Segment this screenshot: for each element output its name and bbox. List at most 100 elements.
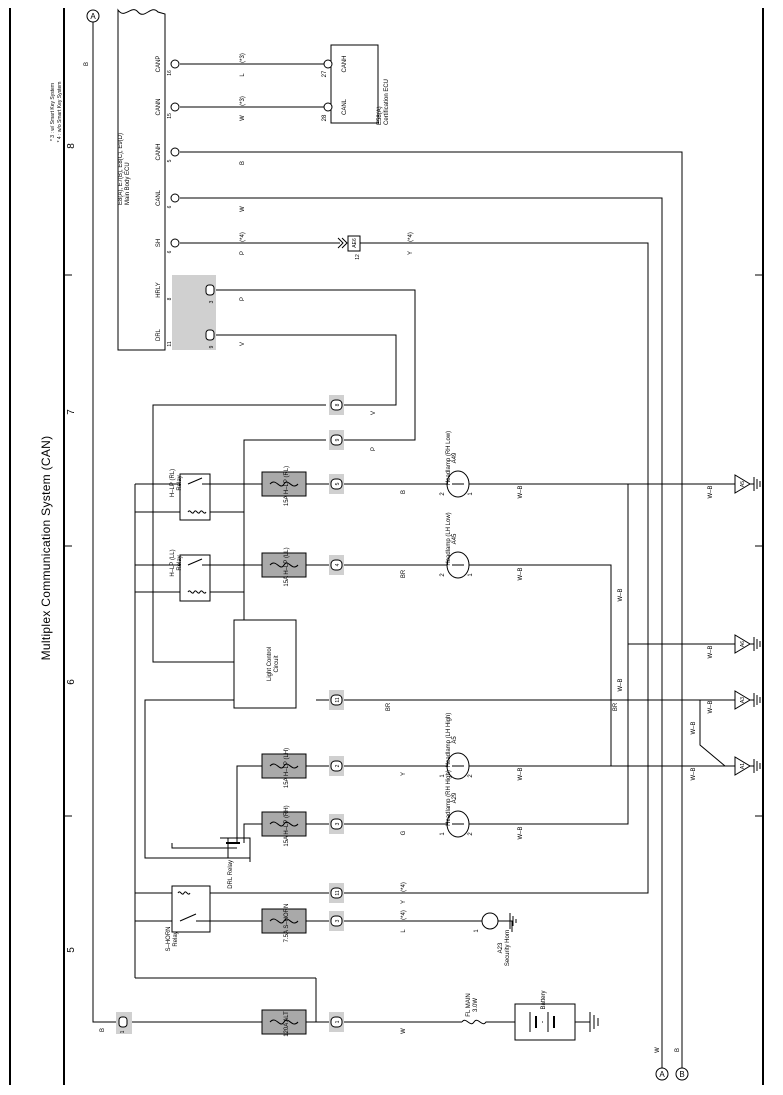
svg-text:A: A (659, 1070, 665, 1079)
svg-text:A5: A5 (740, 481, 746, 487)
ecu-pin-no: 15 (167, 113, 173, 119)
relay-rl: H–LP (RL) Relay (170, 469, 211, 521)
ecu-pin-name: SH (156, 239, 162, 247)
ecu-pin-name: DRL (156, 328, 162, 341)
relay-drl-name: DRL Relay (228, 860, 234, 889)
svg-text:120A ALT: 120A ALT (284, 1011, 290, 1037)
relay-rl-sub: Relay (177, 475, 183, 490)
wire-tag-sh-y: (*4) (401, 882, 407, 892)
horn-pin: 1 (474, 929, 480, 933)
wires (92, 22, 735, 1068)
wire-color-cann: W (240, 115, 246, 121)
junction-ae6-label: AE6 (352, 238, 358, 248)
wire-color-left-b: B (84, 62, 90, 66)
relay-horn: S–HORN Relay (166, 885, 211, 952)
fuse-horn: 7.5A S–HORN (261, 904, 307, 943)
ecu-pin-no: 8 (167, 297, 173, 300)
ecu-pin-name: HRLY (156, 282, 162, 298)
cert-pin-27: 27 (322, 70, 328, 77)
wire-color-wb-5: W–B (618, 588, 624, 601)
wire-tag-sh: (*4) (240, 232, 246, 242)
wire-color-v: V (371, 411, 377, 415)
relay-ll: H–LP (LL) Relay (170, 549, 211, 602)
grid-label-6: 6 (66, 679, 77, 685)
svg-text:Headlamp (RH Low): Headlamp (RH Low) (446, 431, 452, 485)
relay-horn-sub: Relay (173, 931, 179, 946)
connector-c4: 4 (329, 555, 344, 575)
ecu-pin-conn: 9 (209, 345, 215, 348)
note-smart-key: * 3 : w/ Smart Key System (50, 83, 56, 141)
wire-color-br-2: BR (386, 702, 392, 711)
certification-ecu: CANH CANL 27 28 E58(A) Certification ECU (322, 44, 390, 125)
svg-text:2: 2 (440, 573, 446, 577)
ecu-pin-no: 5 (167, 159, 173, 162)
connector-c6: 2 (329, 756, 344, 776)
connector-c7: 3 (329, 814, 344, 834)
relay-ll-name: H–LP (LL) (170, 549, 176, 576)
svg-text:1: 1 (468, 492, 474, 496)
wire-color-g: G (401, 830, 407, 835)
svg-text:4: 4 (335, 563, 341, 566)
wire-color-drl: V (240, 342, 246, 346)
svg-text:1: 1 (468, 573, 474, 577)
fuse-rh: 15A H–LP (RH) (261, 805, 307, 847)
connector-c2: 9 (329, 430, 344, 450)
grid-label-8: 8 (66, 143, 77, 149)
wire-color-edge-w: W (655, 1047, 661, 1053)
relay-rl-name: H–LP (RL) (170, 469, 176, 497)
svg-text:3: 3 (335, 822, 341, 825)
wire-color-canh: B (240, 161, 246, 165)
page-title: Multiplex Communication System (CAN) (39, 436, 53, 661)
horn-name: Security Horn (505, 930, 511, 966)
battery-name: Battery (541, 990, 547, 1009)
ecu-name: E8(A), E7(B), E8(C), E9(D) (118, 133, 124, 205)
cert-pin-canh: CANH (342, 55, 348, 72)
fuse-ll: 15A H–LP (LL) (261, 547, 307, 587)
svg-text:Headlamp (LH Low): Headlamp (LH Low) (446, 512, 452, 565)
wire-tag-canp: (*3) (240, 53, 246, 63)
relay-drl: DRL Relay (220, 837, 251, 889)
svg-text:8: 8 (335, 403, 341, 406)
svg-text:9: 9 (335, 438, 341, 441)
svg-text:2: 2 (335, 764, 341, 767)
wire-color-wb-6: W–B (618, 678, 624, 691)
light-control-circuit: Light Control Circuit (233, 619, 297, 709)
svg-text:A49: A49 (452, 452, 458, 463)
wire-color-y: Y (401, 772, 407, 776)
svg-text:11: 11 (335, 697, 341, 702)
svg-text:Headlamp (RH High): Headlamp (RH High) (446, 770, 452, 826)
wire-color-canp: L (240, 73, 246, 77)
svg-text:A5: A5 (452, 736, 458, 744)
fl-main: FL MAIN 3.0W (461, 993, 489, 1025)
wire-color-left-b-2: B (100, 1028, 106, 1032)
cert-ecu-subname: Certification ECU (384, 79, 390, 125)
ecu-pin-no: 16 (167, 70, 173, 76)
grid-label-5: 5 (66, 947, 77, 953)
ecu-pin-name: CANH (156, 143, 162, 160)
ecu-pin-canh: CANH 5 (156, 143, 180, 162)
junction-ae6-no: 12 (355, 254, 361, 260)
marker-a-bottom: A (655, 1067, 669, 1081)
ground-a5: A5 (734, 474, 761, 494)
fuses: 15A H–LP (RL)15A H–LP (LL)15A H–LP (LH)1… (261, 466, 307, 1037)
wire-color-wb-7: W–B (708, 485, 714, 498)
svg-text:7.5A S–HORN: 7.5A S–HORN (284, 904, 290, 943)
frame (9, 8, 764, 1085)
wire-color-wb-3: W–B (518, 767, 524, 780)
wire-labels: (*3) L (*3) W B W (*4) P (*4) Y P V V P … (84, 53, 714, 1053)
wire-color-b: B (401, 490, 407, 494)
svg-text:15A H–LP (LL): 15A H–LP (LL) (284, 547, 290, 586)
cert-pin-28: 28 (322, 114, 328, 121)
security-horn: 1 A23 Security Horn (474, 912, 517, 966)
wire-tag-horn: (*4) (401, 910, 407, 920)
grid-label-7: 7 (66, 409, 77, 415)
svg-text:1: 1 (335, 1020, 341, 1023)
relay-ll-sub: Relay (177, 555, 183, 570)
ecu-pin-sh: SH6 (156, 238, 180, 253)
connector-c5: 11 (329, 690, 344, 710)
